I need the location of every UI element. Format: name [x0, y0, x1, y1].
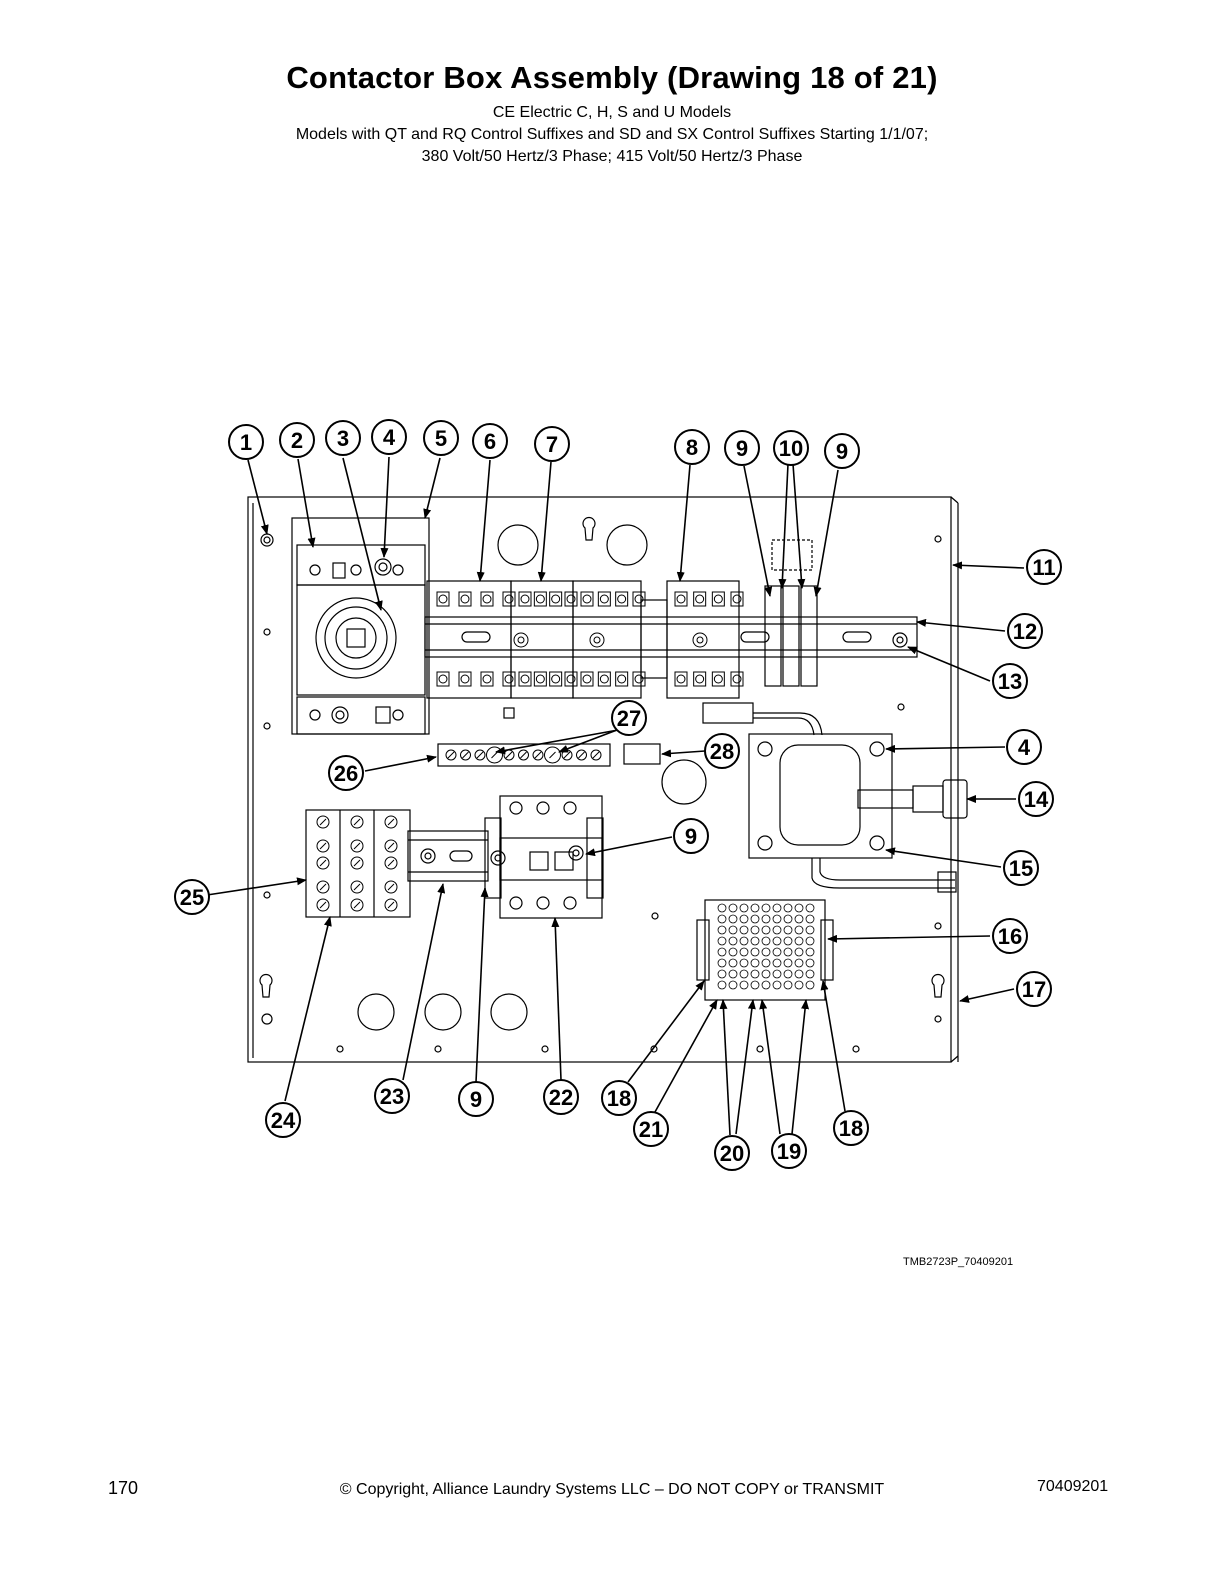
motor-contactor: [484, 795, 604, 919]
svg-text:9: 9: [836, 439, 848, 464]
svg-text:25: 25: [180, 885, 204, 910]
svg-text:9: 9: [736, 436, 748, 461]
callout-9: 9: [824, 433, 860, 469]
svg-text:20: 20: [720, 1141, 744, 1166]
callout-4: 4: [1006, 729, 1042, 765]
svg-text:4: 4: [1018, 735, 1031, 760]
subtitle-models: CE Electric C, H, S and U Models: [492, 104, 732, 121]
svg-text:2: 2: [291, 428, 303, 453]
document-number: 70409201: [1037, 1478, 1109, 1495]
callout-13: 13: [992, 663, 1028, 699]
callout-15: 15: [1003, 850, 1039, 886]
callout-24: 24: [265, 1102, 301, 1138]
svg-text:4: 4: [383, 425, 396, 450]
callout-6: 6: [472, 423, 508, 459]
svg-text:9: 9: [685, 824, 697, 849]
callout-25: 25: [174, 879, 210, 915]
lower-din-rail: [407, 830, 489, 882]
ground-screws: [445, 746, 602, 764]
callout-23: 23: [374, 1078, 410, 1114]
svg-text:19: 19: [777, 1139, 801, 1164]
leader-lines: [206, 456, 1025, 1136]
callout-8: 8: [674, 429, 710, 465]
callout-10: 10: [773, 430, 809, 466]
callout-14: 14: [1018, 781, 1054, 817]
svg-text:18: 18: [839, 1116, 863, 1141]
callout-9: 9: [458, 1081, 494, 1117]
terminal-screws: [717, 903, 815, 990]
svg-text:1: 1: [240, 430, 252, 455]
upper-din-rail: [424, 616, 918, 658]
svg-text:28: 28: [710, 739, 734, 764]
transformer: [702, 702, 968, 893]
callout-21: 21: [633, 1111, 669, 1147]
svg-text:7: 7: [546, 432, 558, 457]
page-title: Contactor Box Assembly (Drawing 18 of 21…: [286, 60, 938, 95]
svg-text:8: 8: [686, 435, 698, 460]
svg-text:5: 5: [435, 426, 447, 451]
svg-text:26: 26: [334, 761, 358, 786]
svg-text:10: 10: [779, 436, 803, 461]
svg-text:16: 16: [998, 924, 1022, 949]
subtitle-suffixes: Models with QT and RQ Control Suffixes a…: [295, 126, 929, 143]
callout-2: 2: [279, 422, 315, 458]
svg-text:15: 15: [1009, 856, 1033, 881]
callout-18: 18: [833, 1110, 869, 1146]
callout-20: 20: [714, 1135, 750, 1171]
disconnect-switch: [291, 517, 430, 735]
svg-text:9: 9: [470, 1087, 482, 1112]
callout-28: 28: [704, 733, 740, 769]
callout-7: 7: [534, 426, 570, 462]
svg-text:18: 18: [607, 1086, 631, 1111]
ground-bar: [437, 743, 611, 767]
svg-text:12: 12: [1013, 619, 1037, 644]
callout-22: 22: [543, 1079, 579, 1115]
contactor-terminals: [436, 591, 744, 687]
callout-18: 18: [601, 1080, 637, 1116]
drawing-code: TMB2723P_70409201: [903, 1256, 1014, 1268]
svg-text:11: 11: [1032, 555, 1055, 580]
callout-17: 17: [1016, 971, 1052, 1007]
svg-text:22: 22: [549, 1085, 573, 1110]
callout-9: 9: [673, 818, 709, 854]
svg-text:27: 27: [617, 706, 641, 731]
callout-11: 11: [1026, 549, 1062, 585]
callout-9: 9: [724, 430, 760, 466]
svg-text:17: 17: [1022, 977, 1046, 1002]
svg-text:13: 13: [998, 669, 1022, 694]
label-block: [623, 743, 661, 765]
distribution-block-screws: [316, 815, 398, 912]
power-distribution-block: [305, 809, 411, 918]
svg-text:23: 23: [380, 1084, 404, 1109]
callout-16: 16: [992, 918, 1028, 954]
callout-12: 12: [1007, 613, 1043, 649]
svg-text:3: 3: [337, 426, 349, 451]
svg-text:14: 14: [1024, 787, 1049, 812]
callout-1: 1: [228, 424, 264, 460]
callout-4: 4: [371, 419, 407, 455]
callout-3: 3: [325, 420, 361, 456]
callout-19: 19: [771, 1133, 807, 1169]
page-number: 170: [108, 1478, 139, 1498]
svg-text:24: 24: [271, 1108, 296, 1133]
callout-27: 27: [611, 700, 647, 736]
fuse-holders: [764, 539, 818, 687]
subtitle-voltage: 380 Volt/50 Hertz/3 Phase; 415 Volt/50 H…: [421, 148, 803, 165]
svg-text:21: 21: [639, 1117, 663, 1142]
copyright-notice: © Copyright, Alliance Laundry Systems LL…: [339, 1481, 885, 1498]
callout-5: 5: [423, 420, 459, 456]
svg-text:6: 6: [484, 429, 496, 454]
callout-26: 26: [328, 755, 364, 791]
